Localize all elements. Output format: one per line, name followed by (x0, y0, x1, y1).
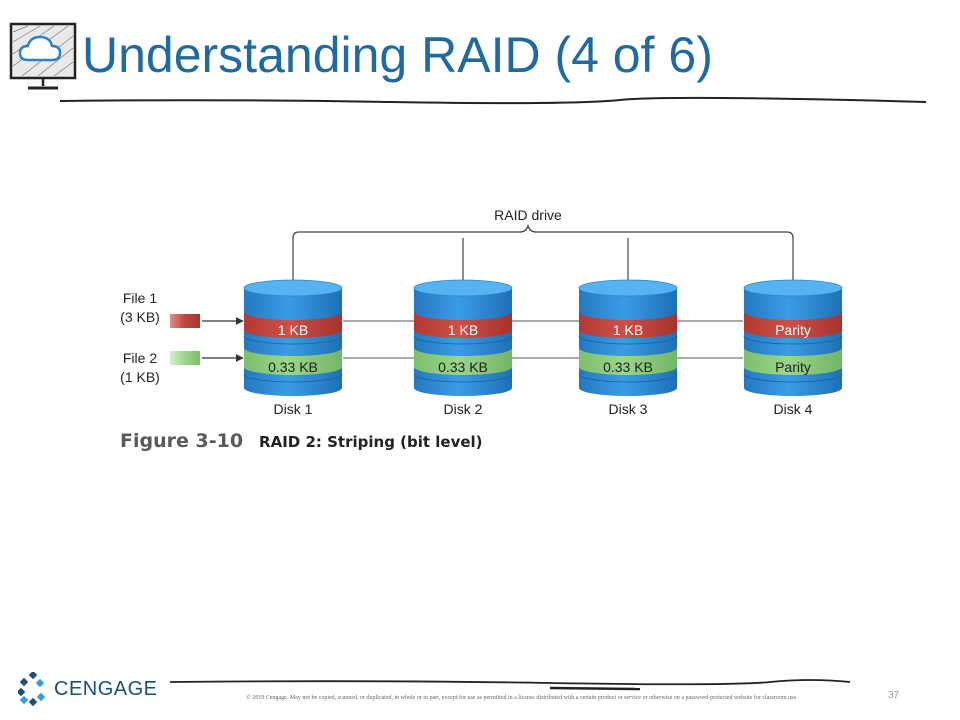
footer-rule (170, 679, 850, 691)
disk-platter-edge (413, 335, 513, 345)
disk-band-file1 (414, 312, 512, 338)
file-1-swatch (170, 314, 200, 328)
svg-text:(1 KB): (1 KB) (120, 369, 160, 385)
disk-top (578, 279, 678, 297)
title-underline (60, 96, 926, 105)
copyright-notice: © 2019 Cengage. May not be copied, scann… (246, 695, 798, 701)
disk-top (243, 279, 343, 297)
disk-platter-edge (243, 335, 343, 345)
disk-name-label: Disk 2 (444, 401, 483, 417)
cengage-logo: CENGAGE (18, 672, 168, 706)
disk-name-label: Disk 3 (609, 401, 648, 417)
svg-text:(3 KB): (3 KB) (120, 309, 160, 325)
raid-drive-label: RAID drive (494, 207, 562, 223)
disk-platter-edge (743, 335, 843, 345)
disk-band2-label: 0.33 KB (603, 359, 653, 375)
disk-band-file2 (744, 348, 842, 375)
disk-band-file2 (579, 348, 677, 375)
disk-top (743, 279, 843, 297)
page-number: 37 (888, 690, 900, 701)
disk-band2-label: 0.33 KB (268, 359, 318, 375)
figure-caption-text: RAID 2: Striping (bit level) (259, 433, 483, 451)
disk-band1-label: 1 KB (613, 322, 643, 338)
file-2-swatch (170, 351, 200, 365)
cengage-logo-mark-icon (18, 672, 46, 706)
disk-band-file2 (244, 348, 342, 375)
disk-2: 1 KB 0.33 KB Disk 2 (413, 279, 513, 417)
figure-number: Figure 3-10 (120, 430, 244, 452)
disk-top (413, 279, 513, 297)
disk-3: 1 KB 0.33 KB Disk 3 (578, 279, 678, 417)
raid-drive-bracket (292, 223, 794, 239)
slide-title: Understanding RAID (4 of 6) (82, 27, 713, 83)
cloud-monitor-icon (9, 22, 77, 90)
disk-band2-label: 0.33 KB (438, 359, 488, 375)
disk-band-file1 (244, 312, 342, 338)
disk-band-file1 (744, 312, 842, 338)
disk-platter-edge (413, 373, 513, 383)
disk-band-file1 (579, 312, 677, 338)
disk-band-file2 (414, 348, 512, 375)
figure-caption: Figure 3-10 RAID 2: Striping (bit level) (120, 430, 483, 452)
disk-band1-label: 1 KB (278, 322, 308, 338)
disk-name-label: Disk 1 (274, 401, 313, 417)
bracket-drop-lines (292, 238, 794, 288)
disk-band1-label: Parity (775, 322, 811, 338)
disk-platter-edge (243, 373, 343, 383)
disk-name-label: Disk 4 (774, 401, 813, 417)
svg-text:File 2: File 2 (123, 350, 157, 366)
cengage-logo-text: CENGAGE (54, 678, 158, 700)
file-2-label: File 2 (1 KB) (120, 350, 160, 385)
svg-text:File 1: File 1 (123, 290, 157, 306)
disk-1: 1 KB 0.33 KB Disk 1 (243, 279, 343, 417)
disk-platter-edge (578, 335, 678, 345)
disk-platter-edge (743, 373, 843, 383)
disk-band1-label: 1 KB (448, 322, 478, 338)
disk-band2-label: Parity (775, 359, 811, 375)
disk-platter-edge (578, 373, 678, 383)
raid-diagram: RAID drive File 1 (3 KB) File 2 (1 KB) 1… (120, 207, 843, 417)
disk-group: 1 KB 0.33 KB Disk 1 1 KB 0.33 KB Disk 2 1 KB 0.… (243, 279, 843, 417)
file-1-label: File 1 (3 KB) (120, 290, 160, 325)
